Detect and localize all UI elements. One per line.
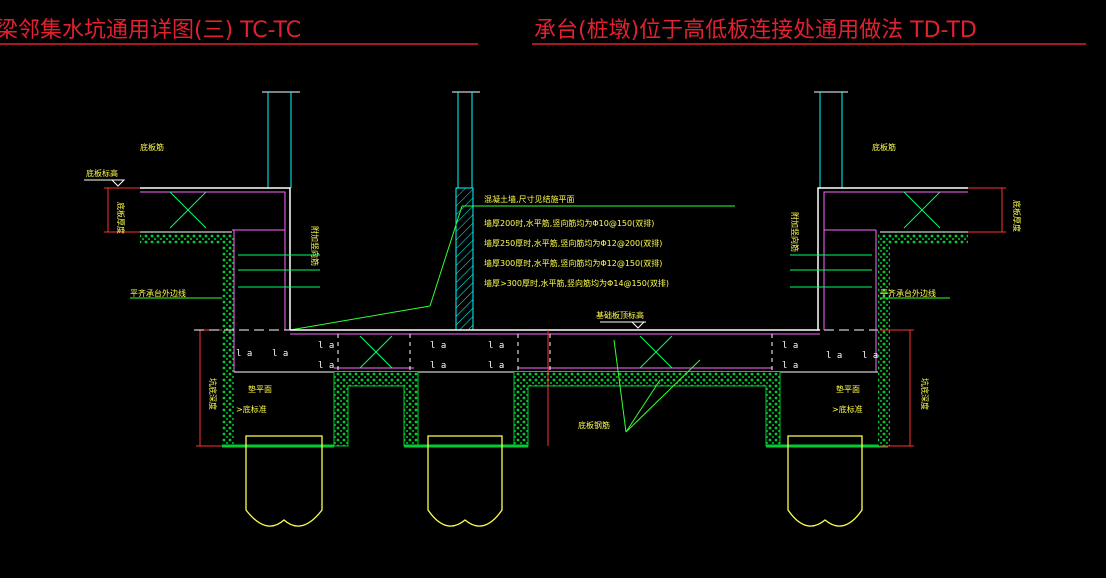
piles <box>245 435 863 527</box>
center-wall <box>289 91 735 331</box>
left-title: 梁邻集水坑通用详图(三) TC-TC <box>0 18 302 43</box>
left-cushion-wall <box>222 234 234 446</box>
la-label: l a <box>488 361 504 371</box>
label-bottom-cross: 底板钢筋 <box>578 420 610 430</box>
label-thickness-left: 底板厚度 <box>116 202 126 234</box>
left-cushion <box>140 234 232 244</box>
la-label: l a <box>272 349 288 359</box>
la-label: l a <box>782 361 798 371</box>
note-line: 墙厚>300厚时,水平筋,竖向筋均为Φ14@150(双排) <box>484 278 669 288</box>
la-label: l a <box>826 351 842 361</box>
label-vertical-left: 附加竖向筋 <box>310 226 320 266</box>
left-slab-outline <box>140 187 291 330</box>
la-label: l a <box>488 341 504 351</box>
pit-right-cushion <box>513 372 781 447</box>
label-depth-right: 坑底深度 <box>920 378 930 410</box>
pile-right <box>787 435 863 527</box>
label-depth-left: 坑底深度 <box>208 378 218 410</box>
left-elev-marker <box>110 179 126 187</box>
label-rebar-left: 底板筋 <box>140 142 164 152</box>
label-pad-left: 垫平面 <box>248 384 272 394</box>
label-pile-left: >底标准 <box>236 404 267 414</box>
label-upper-board: 基础板顶标高 <box>596 310 644 320</box>
note-line: 墙厚300厚时,水平筋,竖向筋均为Φ12@150(双排) <box>484 258 662 268</box>
main-slab <box>194 321 912 448</box>
pit-left-cushion <box>333 372 419 447</box>
note-line: 墙厚200时,水平筋,竖向筋均为Φ10@150(双排) <box>484 218 654 228</box>
pile-left <box>245 435 323 527</box>
note-line: 混凝土墙,尺寸见结施平面 <box>484 194 575 204</box>
label-cushion-left: 平齐承台外边线 <box>130 288 186 298</box>
la-label: l a <box>862 351 878 361</box>
label-thickness-right: 底板厚度 <box>1012 200 1022 232</box>
label-pile-right: >底标准 <box>832 404 863 414</box>
label-pad-right: 垫平面 <box>836 384 860 394</box>
la-label: l a <box>430 361 446 371</box>
right-title: 承台(桩墩)位于高低板连接处通用做法 TD-TD <box>534 18 977 43</box>
left-stirrup <box>140 191 286 231</box>
la-label: l a <box>782 341 798 351</box>
la-label: l a <box>318 361 334 371</box>
right-detail <box>790 91 1006 447</box>
label-vertical-right: 附加竖向筋 <box>790 212 800 252</box>
pile-center <box>427 435 503 527</box>
label-cushion-right: 平齐承台外边线 <box>880 288 936 298</box>
center-wall-hatch <box>455 187 474 331</box>
la-label: l a <box>430 341 446 351</box>
note-line: 墙厚250厚时,水平筋,竖向筋均为Φ12@200(双排) <box>484 238 662 248</box>
label-rebar-right: 底板筋 <box>872 142 896 152</box>
label-bottom-elev: 底板标高 <box>86 168 118 178</box>
la-label: l a <box>236 349 252 359</box>
left-x-mark <box>169 191 207 229</box>
la-label: l a <box>318 341 334 351</box>
